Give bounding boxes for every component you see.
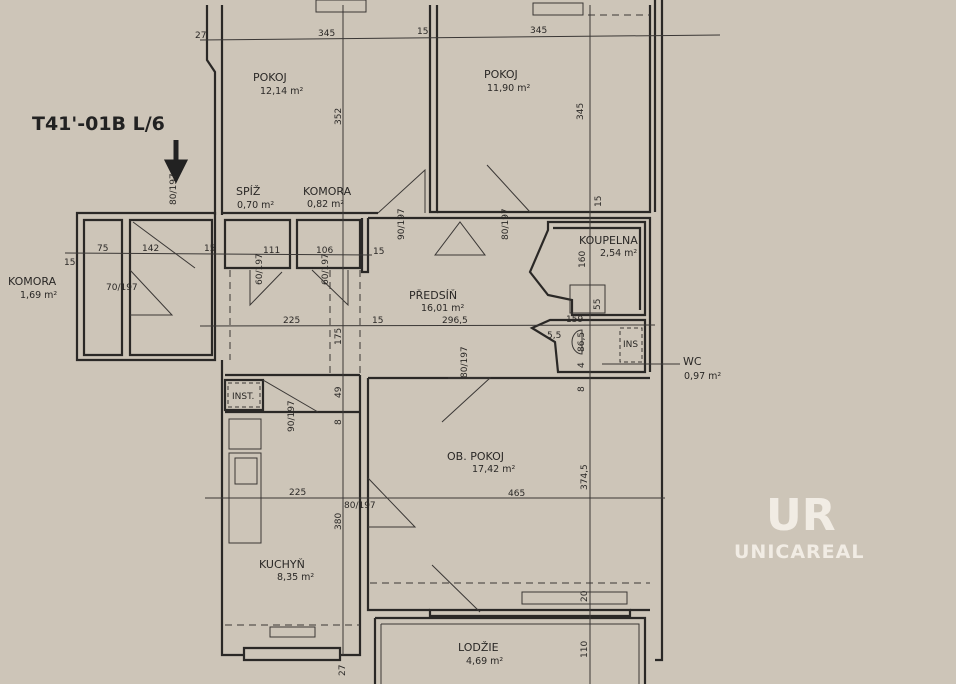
dimension-label: 15 [204, 244, 215, 254]
room-area: 2,54 m² [600, 248, 637, 259]
logo-mark: UR [766, 490, 836, 541]
room-name: POKOJ [484, 68, 518, 81]
door-label: 80/197 [460, 346, 470, 378]
dimension-label: 345 [576, 103, 586, 120]
dimension-label: 111 [263, 246, 280, 256]
room-area: 12,14 m² [260, 86, 303, 97]
dimension-label: 49 [334, 386, 344, 398]
dimension-label: 15 [372, 316, 383, 326]
dimension-label: 380 [334, 513, 344, 530]
plan-title: T41'-01B L/6 [32, 113, 165, 135]
room-name: KUCHYŇ [259, 558, 305, 571]
door-label: 80/197 [344, 501, 376, 511]
door-label: 60/197 [255, 253, 265, 285]
door-label: 90/197 [397, 208, 407, 240]
dimension-label: 142 [142, 244, 159, 254]
dimension-label: 86,5 [577, 332, 587, 352]
dimension-lines [64, 5, 721, 684]
room-area: 11,90 m² [487, 83, 530, 94]
room-area: 4,69 m² [466, 656, 503, 667]
room-name: SPÍŽ [236, 185, 261, 198]
dimension-label: 27 [195, 31, 206, 41]
dimension-label: 15 [64, 258, 75, 268]
dimension-label: 225 [289, 488, 306, 498]
dimension-label: 27 [338, 665, 348, 676]
room-name: POKOJ [253, 71, 287, 84]
dimension-label: 75 [97, 244, 108, 254]
dimension-label: 160 [578, 251, 588, 268]
room-area: 16,01 m² [421, 303, 464, 314]
door-label: 80/197 [501, 208, 511, 240]
dimension-label: 55 [593, 299, 603, 310]
room-name: KOUPELNA [579, 234, 638, 247]
room-area: 17,42 m² [472, 464, 515, 475]
room-name: KOMORA [8, 275, 57, 288]
dimension-label: 175 [334, 328, 344, 345]
room-labels: POKOJ 12,14 m² POKOJ 11,90 m² KOMORA 1,6… [8, 68, 721, 667]
door-label: 70/197 [106, 283, 138, 293]
dimension-label: 345 [530, 26, 547, 36]
dimension-label: 465 [508, 489, 525, 499]
room-name: INST. [232, 392, 254, 402]
door-label: 80/197 [169, 173, 179, 205]
dimension-label: 4 [577, 362, 587, 368]
room-name: WC [683, 355, 702, 368]
dimension-label: 159 [566, 315, 583, 325]
unicareal-logo: UR UNICAREAL [734, 490, 864, 563]
room-name: PŘEDSÍŇ [409, 289, 457, 302]
dimension-label: 15 [417, 27, 428, 37]
room-area: 8,35 m² [277, 572, 314, 583]
room-area: 1,69 m² [20, 290, 57, 301]
room-area: 0,82 m² [307, 199, 344, 210]
dimension-label: 8 [334, 419, 344, 425]
dimension-label: 5,5 [547, 331, 561, 341]
entrance-arrow-icon [163, 140, 189, 184]
room-name: INS [623, 340, 638, 350]
logo-text: UNICAREAL [734, 541, 864, 563]
door-label: 60/197 [321, 253, 331, 285]
door-label: 90/197 [287, 400, 297, 432]
door-swings [129, 164, 531, 613]
dimension-label: 296,5 [442, 316, 468, 326]
room-name: OB. POKOJ [447, 450, 504, 463]
room-name: KOMORA [303, 185, 352, 198]
dimension-label: 110 [580, 641, 590, 658]
room-name: LODŽIE [458, 641, 499, 654]
dimension-labels: 27 345 15 345 352 345 15 75 142 15 15 11… [64, 26, 604, 676]
dimension-label: 106 [316, 246, 333, 256]
dimension-label: 345 [318, 29, 335, 39]
dimension-label: 225 [283, 316, 300, 326]
room-area: 0,97 m² [684, 371, 721, 382]
dimension-label: 20 [580, 590, 590, 602]
dimension-label: 374,5 [580, 464, 590, 490]
room-area: 0,70 m² [237, 200, 274, 211]
dimension-label: 15 [594, 196, 604, 207]
dimension-label: 15 [373, 247, 384, 257]
dimension-label: 8 [577, 386, 587, 392]
dimension-label: 352 [334, 108, 344, 125]
